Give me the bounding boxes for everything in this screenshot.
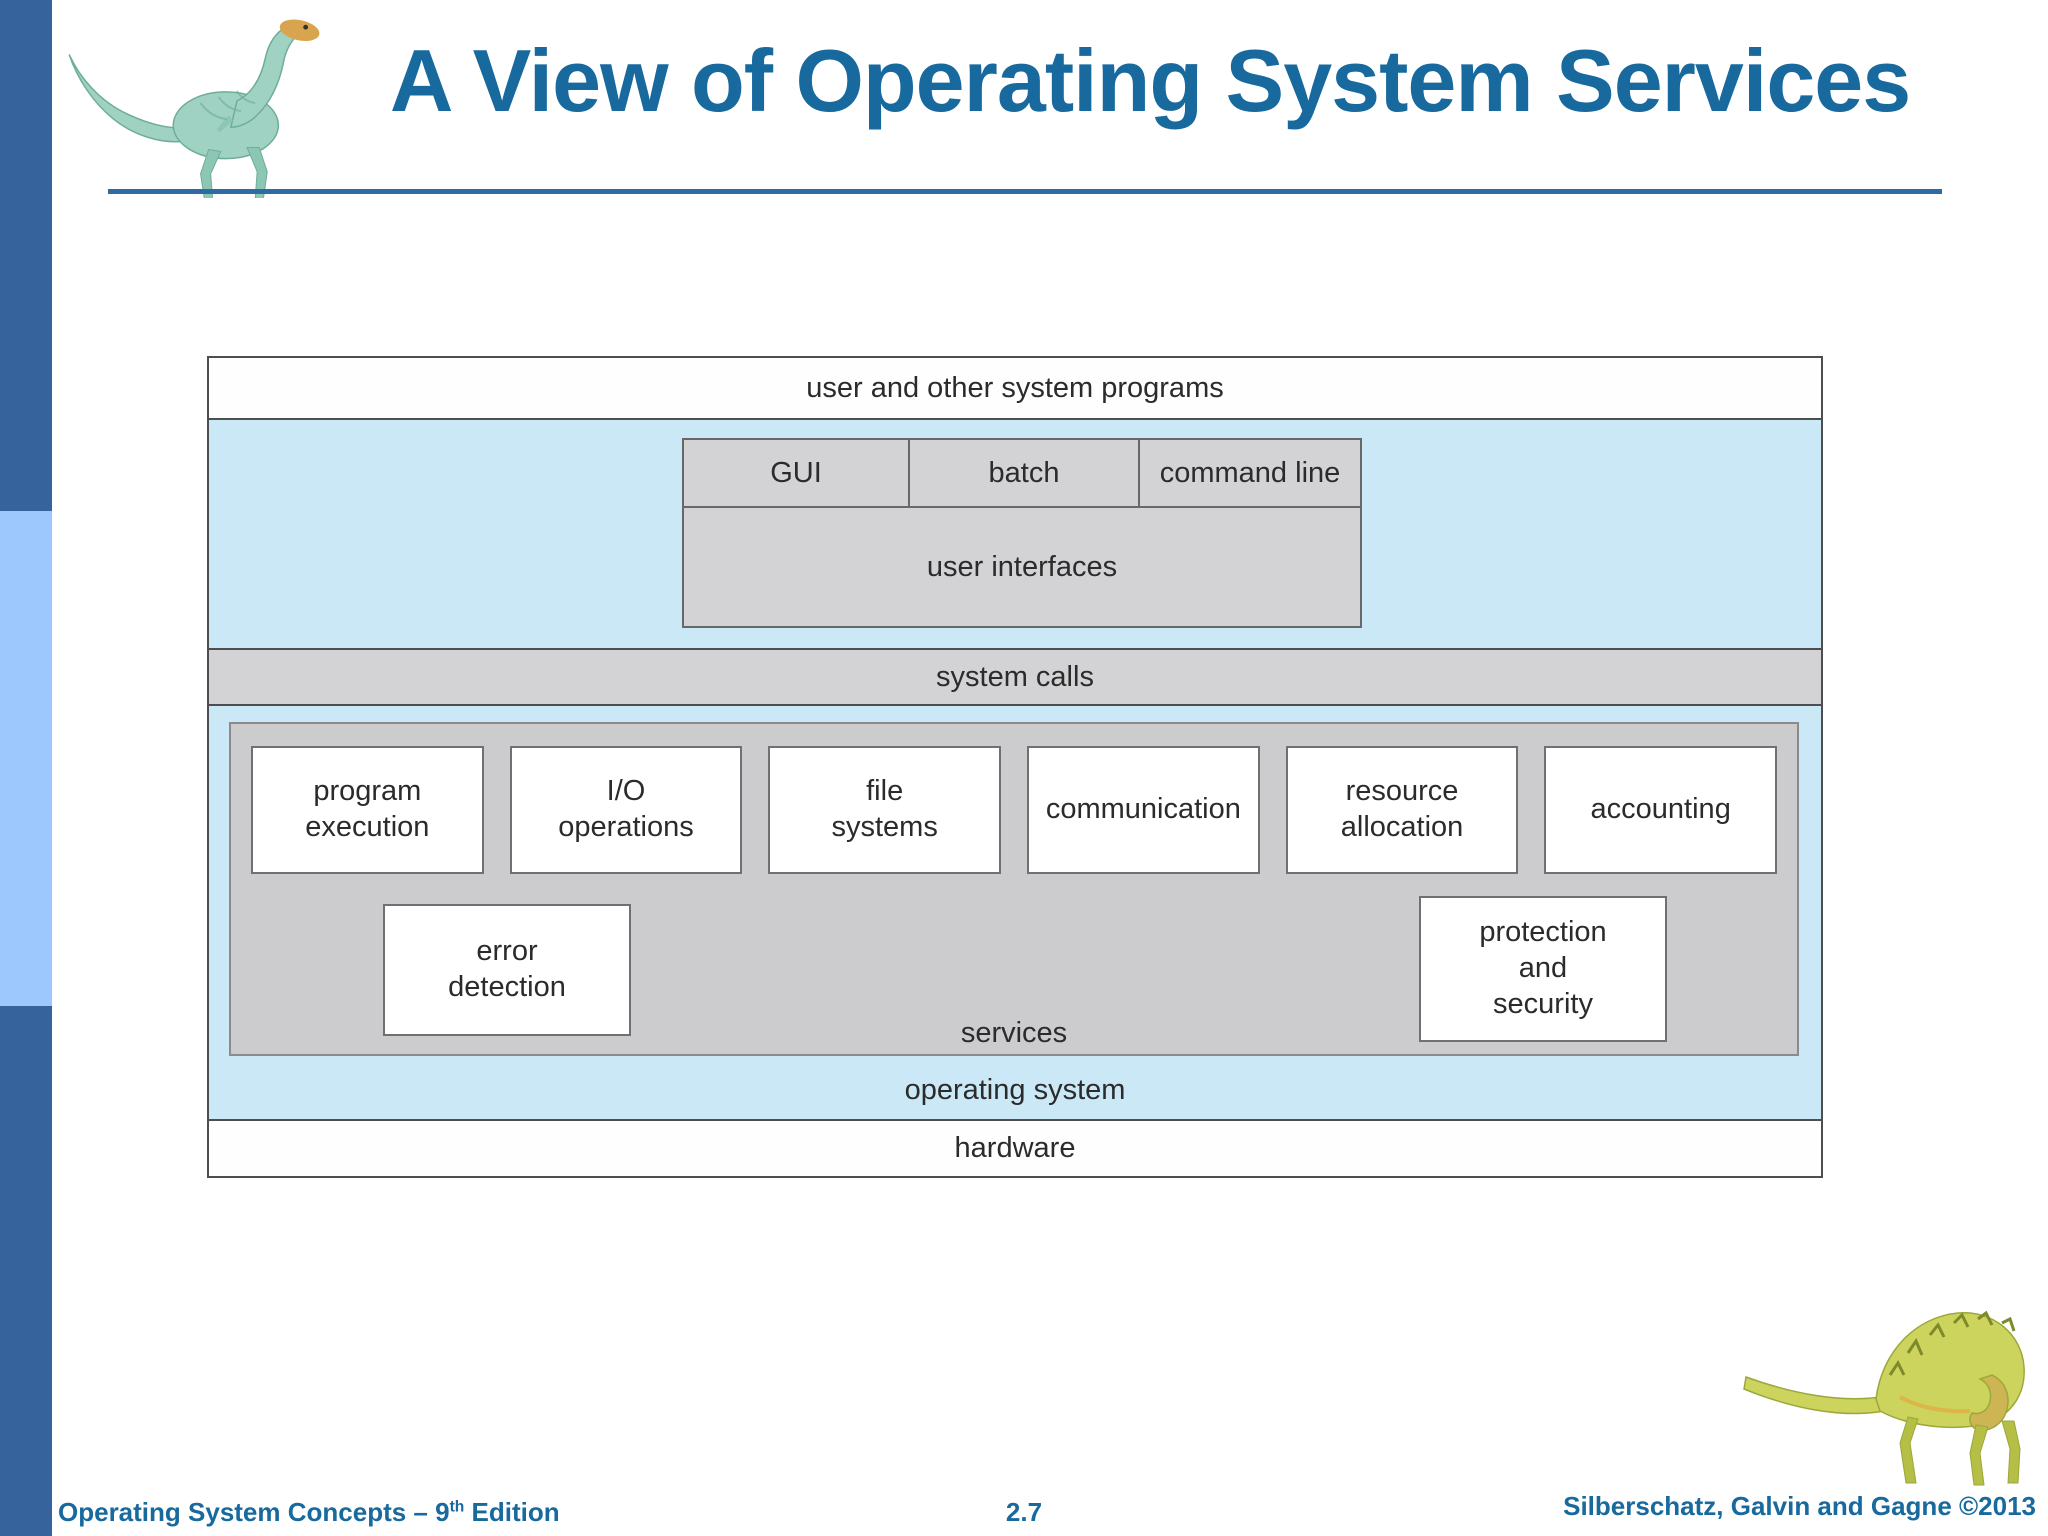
services-label: services <box>960 1017 1068 1049</box>
footer-edition-text: Edition <box>464 1497 560 1527</box>
service-accounting: accounting <box>1544 746 1778 874</box>
user-programs-label: user and other system programs <box>806 371 1224 404</box>
user-interface-band: GUI batch command line user interfaces <box>209 420 1821 650</box>
dinosaur-logo-icon <box>68 19 320 198</box>
operating-system-band: program execution I/O operations file sy… <box>209 706 1821 1119</box>
sidebar-accent-top <box>0 0 52 511</box>
system-calls-band: system calls <box>209 650 1821 706</box>
slide-number: 2.7 <box>1005 1497 1043 1527</box>
system-calls-label: system calls <box>936 660 1094 693</box>
service-protection-security: protection and security <box>1419 896 1667 1042</box>
user-interfaces-box: GUI batch command line user interfaces <box>682 438 1362 628</box>
hardware-band: hardware <box>209 1119 1821 1176</box>
footer-edition-sup: th <box>449 1498 465 1516</box>
service-file-systems: file systems <box>768 746 1002 874</box>
hardware-label: hardware <box>954 1132 1076 1164</box>
ui-cell-command-line: command line <box>1159 456 1341 489</box>
sidebar-accent-bottom <box>0 1006 52 1536</box>
footer-authors: Silberschatz, Galvin and Gagne ©2013 <box>1563 1491 2036 1521</box>
service-communication: communication <box>1027 746 1260 874</box>
page-title: A View of Operating System Services <box>389 31 1911 130</box>
service-io-operations: I/O operations <box>509 746 743 874</box>
user-interfaces-label: user interfaces <box>926 550 1118 583</box>
title-underline <box>108 189 1942 194</box>
user-programs-band: user and other system programs <box>209 358 1821 420</box>
ui-cell-batch: batch <box>910 440 1140 506</box>
footer-book-title-text: Operating System Concepts – 9 <box>58 1497 450 1527</box>
service-error-detection: error detection <box>383 904 631 1036</box>
services-box: program execution I/O operations file sy… <box>229 722 1799 1056</box>
ui-cells-row: GUI batch command line <box>684 440 1360 508</box>
dinosaur-mascot-icon <box>1743 1310 2025 1486</box>
operating-system-label: operating system <box>904 1074 1126 1106</box>
service-program-execution: program execution <box>251 746 484 874</box>
footer-book-title: Operating System Concepts – 9th Edition <box>58 1497 560 1528</box>
sidebar-accent-middle <box>0 511 52 1006</box>
services-row: program execution I/O operations file sy… <box>251 746 1778 874</box>
service-resource-allocation: resource allocation <box>1285 746 1519 874</box>
os-services-diagram: user and other system programs GUI batch… <box>207 356 1823 1178</box>
ui-cell-gui: GUI <box>684 440 910 506</box>
